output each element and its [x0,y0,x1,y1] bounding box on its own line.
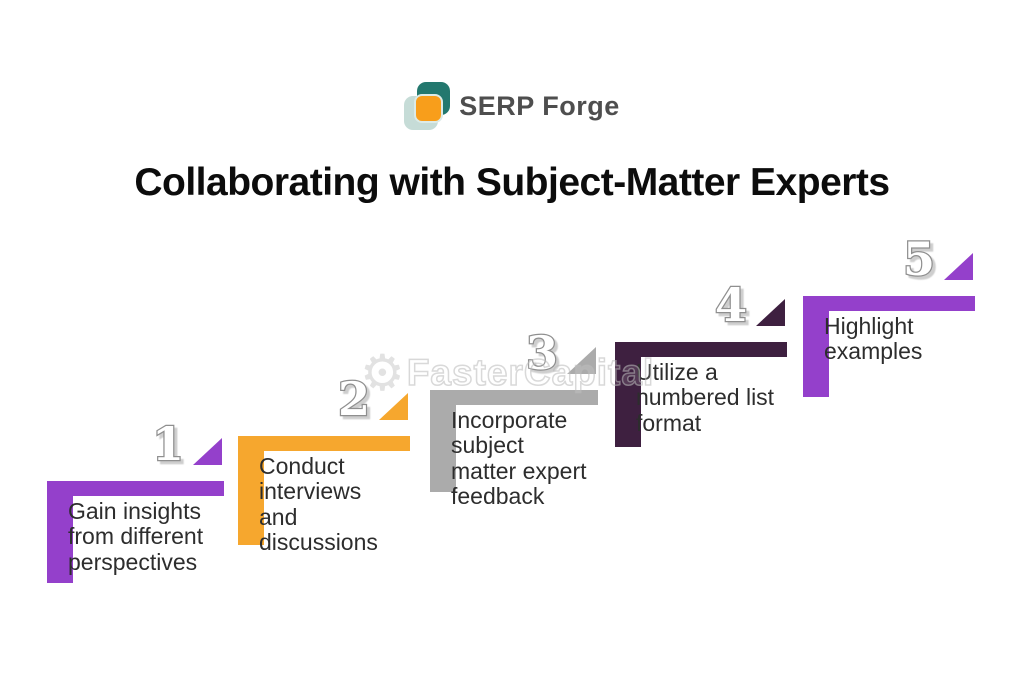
step-2-number: 2 [337,371,372,426]
serp-forge-logo-icon [404,82,451,131]
step-5-horizontal-bar [803,296,975,311]
step-2-label: Conduct interviews and discussions [259,453,378,555]
step-1-label: Gain insights from different perspective… [68,498,204,575]
logo-text: SERP Forge [459,91,620,121]
step-2-horizontal-bar [238,436,410,451]
step-4-label: Utilize a numbered list format [636,359,775,436]
step-4-badge: 4 [714,277,785,332]
step-3-label: Incorporate subject matter expert feedba… [451,407,587,509]
page-title: Collaborating with Subject-Matter Expert… [134,161,890,204]
step-2-corner-triangle-icon [379,393,408,420]
step-1-vertical-bar [47,481,73,583]
step-1-horizontal-bar [47,481,224,496]
step-1-badge: 1 [151,416,222,471]
step-5-badge: 5 [902,231,973,286]
step-5-label: Highlight examples [824,313,923,365]
step-3-corner-triangle-icon [567,347,596,374]
step-4-vertical-bar [615,342,641,447]
step-2-badge: 2 [337,371,408,426]
step-1-number: 1 [151,416,186,471]
step-2-vertical-bar [238,436,264,545]
step-3-vertical-bar [430,390,456,492]
step-4-corner-triangle-icon [756,299,785,326]
step-5-vertical-bar [803,296,829,397]
step-3-badge: 3 [525,325,596,380]
logo-orange-square [414,94,444,123]
step-4-horizontal-bar [615,342,787,357]
logo: SERP Forge [0,82,1024,131]
step-5-corner-triangle-icon [944,253,973,280]
step-3-horizontal-bar [430,390,598,405]
step-1-corner-triangle-icon [193,438,222,465]
step-5-number: 5 [902,231,937,286]
step-4-number: 4 [714,277,749,332]
step-3-number: 3 [525,325,560,380]
